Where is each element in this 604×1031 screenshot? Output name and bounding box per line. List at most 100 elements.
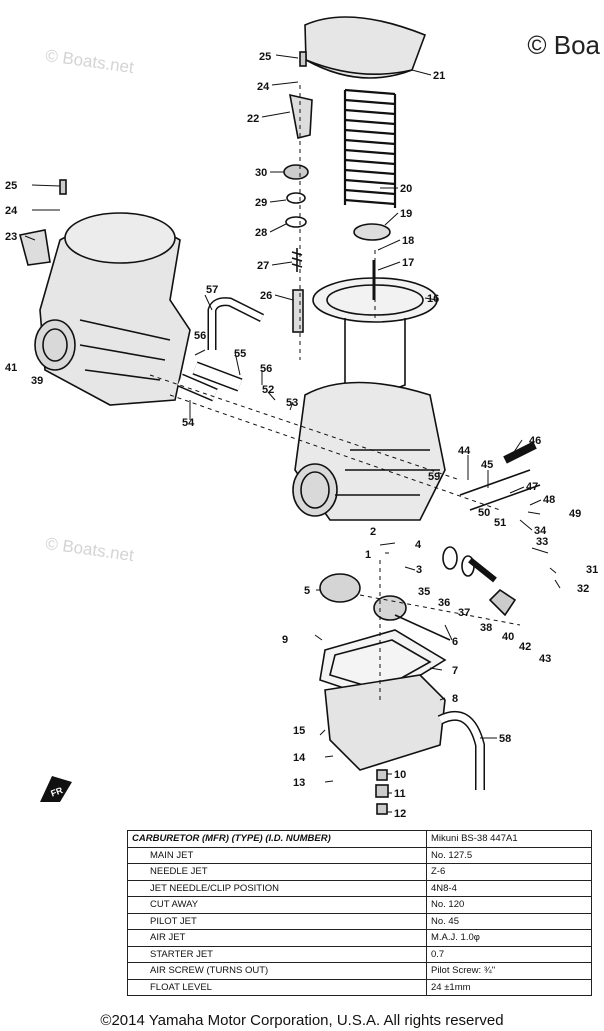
spec-row: JET NEEDLE/CLIP POSITION 4N8-4 (127, 879, 592, 897)
callout-46: 46 (529, 435, 541, 447)
callout-48: 48 (543, 494, 555, 506)
spec-label: NEEDLE JET (150, 866, 208, 878)
spec-value: 0.7 (426, 945, 592, 963)
spring (343, 88, 397, 208)
carburetor-spec-table: CARBURETOR (MFR) (TYPE) (I.D. NUMBER) Mik… (127, 830, 592, 996)
callout-39: 39 (31, 375, 43, 387)
callout-32: 32 (577, 583, 589, 595)
linkage-46 (503, 441, 537, 464)
spec-value: Z-6 (426, 863, 592, 881)
callout-24-top: 24 (257, 81, 270, 93)
callout-7: 7 (452, 665, 458, 677)
spec-label: AIR SCREW (TURNS OUT) (150, 965, 269, 977)
spec-label: JET NEEDLE/CLIP POSITION (150, 882, 279, 894)
callout-34: 34 (534, 525, 547, 537)
callout-53: 53 (286, 397, 298, 409)
callout-12: 12 (394, 808, 406, 820)
callout-35: 35 (418, 586, 430, 598)
callout-30: 30 (255, 167, 267, 179)
callout-43: 43 (539, 653, 551, 665)
callout-24-left: 24 (5, 205, 18, 217)
callout-13: 13 (293, 777, 305, 789)
callout-44: 44 (458, 445, 471, 457)
callout-15: 15 (293, 725, 305, 737)
spec-label: PILOT JET (150, 915, 197, 927)
callout-2: 2 (370, 526, 376, 538)
callout-50: 50 (478, 507, 490, 519)
callout-36: 36 (438, 597, 450, 609)
callout-9: 9 (282, 634, 288, 646)
exploded-parts-diagram: 25 24 22 21 30 29 28 27 26 20 19 18 17 1… (5, 16, 600, 820)
callout-4: 4 (415, 539, 422, 551)
spec-label: MAIN JET (150, 849, 194, 861)
callout-21: 21 (433, 70, 445, 82)
float-bowl (324, 674, 446, 771)
callout-59: 59 (428, 471, 440, 483)
callout-54: 54 (182, 417, 195, 429)
spec-row: CUT AWAY No. 120 (127, 896, 592, 914)
callout-28: 28 (255, 227, 267, 239)
spec-row: PILOT JET No. 45 (127, 912, 592, 930)
callout-31: 31 (586, 564, 598, 576)
callout-17: 17 (402, 257, 414, 269)
plug-5 (319, 573, 361, 603)
spec-row: FLOAT LEVEL 24 ±1mm (127, 978, 592, 996)
callout-33: 33 (536, 536, 548, 548)
pipe-57 (207, 297, 265, 350)
callout-56-left: 56 (194, 330, 206, 342)
spec-value: Pilot Screw: ¾" (426, 962, 592, 980)
spec-value: No. 127.5 (426, 846, 592, 864)
callout-3: 3 (416, 564, 422, 576)
spec-row: AIR SCREW (TURNS OUT) Pilot Screw: ¾" (127, 962, 592, 980)
callout-23: 23 (5, 231, 17, 243)
callout-45: 45 (481, 459, 493, 471)
callout-27: 27 (257, 260, 269, 272)
callout-57: 57 (206, 284, 218, 296)
spec-row: NEEDLE JET Z-6 (127, 863, 592, 881)
callout-52: 52 (262, 384, 274, 396)
callout-20: 20 (400, 183, 412, 195)
spec-value: M.A.J. 1.0φ (426, 929, 592, 947)
callout-19: 19 (400, 208, 412, 220)
spec-row: STARTER JET 0.7 (127, 945, 592, 963)
spec-label: STARTER JET (150, 948, 213, 960)
callout-41: 41 (5, 362, 17, 374)
callout-29: 29 (255, 197, 267, 209)
spec-label: CARBURETOR (MFR) (TYPE) (I.D. NUMBER) (132, 833, 331, 845)
spec-label: CUT AWAY (150, 899, 199, 911)
front-direction-marker: FR (38, 768, 74, 809)
spec-value: No. 120 (426, 896, 592, 914)
spec-label: FLOAT LEVEL (150, 981, 212, 993)
callout-10: 10 (394, 769, 406, 781)
callout-51: 51 (494, 517, 506, 529)
spec-value: 4N8-4 (426, 879, 592, 897)
spec-value: Mikuni BS-38 447A1 (426, 830, 592, 848)
diagram-drawing: 25 24 22 21 30 29 28 27 26 20 19 18 17 1… (5, 16, 598, 820)
callout-16: 16 (427, 293, 439, 305)
copyright-notice: ©2014 Yamaha Motor Corporation, U.S.A. A… (100, 1012, 504, 1029)
callout-6: 6 (452, 636, 458, 648)
callout-37: 37 (458, 607, 470, 619)
callout-8: 8 (452, 693, 458, 705)
watermark-corner: © Boa (527, 30, 600, 60)
spec-value: No. 45 (426, 912, 592, 930)
callout-56-right: 56 (260, 363, 272, 375)
callout-58: 58 (499, 733, 511, 745)
callout-11: 11 (394, 788, 406, 800)
callout-55: 55 (234, 348, 246, 360)
callout-42: 42 (519, 641, 531, 653)
callout-25-top: 25 (259, 51, 271, 63)
callout-5: 5 (304, 585, 310, 597)
callout-25-left: 25 (5, 180, 17, 192)
callout-14: 14 (293, 752, 306, 764)
callout-22: 22 (247, 113, 259, 125)
callout-18: 18 (402, 235, 414, 247)
top-cap (304, 16, 427, 79)
spec-value: 24 ±1mm (426, 978, 592, 996)
spec-row: CARBURETOR (MFR) (TYPE) (I.D. NUMBER) Mik… (127, 830, 592, 848)
callout-1: 1 (365, 549, 371, 561)
spec-row: MAIN JET No. 127.5 (127, 846, 592, 864)
callout-38: 38 (480, 622, 492, 634)
callout-40: 40 (502, 631, 514, 643)
